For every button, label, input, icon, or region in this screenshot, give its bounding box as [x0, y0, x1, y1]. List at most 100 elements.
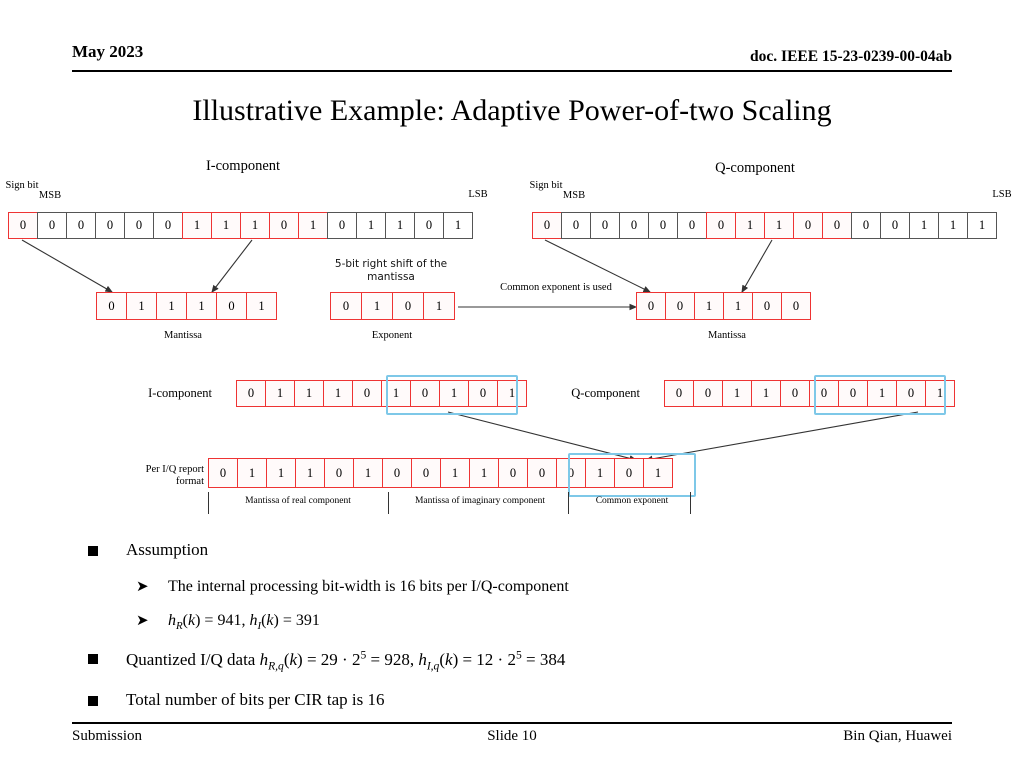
bit-cell: 0 [896, 380, 926, 407]
bit-cell: 0 [648, 212, 678, 239]
bit-cell: 1 [469, 458, 499, 488]
i-lsb-label: LSB [468, 189, 488, 200]
bit-cell: 1 [156, 292, 187, 320]
bit-cell: 0 [677, 212, 707, 239]
bit-cell: 1 [385, 212, 415, 239]
bit-cell: 1 [423, 292, 455, 320]
i-component-title: I-component [205, 158, 281, 174]
bit-cell: 0 [411, 458, 441, 488]
bullet-item: ➤hR(k) = 941, hI(k) = 391 [136, 612, 948, 632]
bit-cell: 0 [636, 292, 666, 320]
bit-cell: 1 [723, 292, 753, 320]
exponent-label: Exponent [371, 330, 413, 341]
bit-cell: 0 [208, 458, 238, 488]
bullet-text: The internal processing bit-width is 16 … [168, 578, 569, 595]
bit-cell: 0 [96, 292, 127, 320]
arrow-bullet-icon: ➤ [136, 579, 149, 595]
i-msb-label: MSB [38, 190, 62, 201]
square-bullet-icon [88, 546, 98, 556]
bit-cell: 0 [851, 212, 881, 239]
bit-cell: 1 [266, 458, 296, 488]
bit-cell: 0 [498, 458, 528, 488]
bit-cell: 0 [614, 458, 644, 488]
report-section-label-1: Mantissa of imaginary component [414, 496, 546, 506]
q-mantissa-label: Mantissa [708, 330, 746, 341]
bit-cell: 0 [781, 292, 811, 320]
report-section-label-2: Common exponent [595, 496, 669, 506]
bit-cell: 0 [352, 380, 382, 407]
footer-left: Submission [72, 728, 143, 744]
bit-cell: 1 [126, 292, 157, 320]
report-section-tick-2 [568, 492, 569, 514]
bit-cell: 0 [324, 458, 354, 488]
bit-cell: 1 [439, 380, 469, 407]
footer-author: Bin Qian, Huawei [843, 728, 952, 744]
bit-cell: 0 [66, 212, 96, 239]
q-msb-label: MSB [562, 190, 586, 201]
bit-cell: 1 [967, 212, 997, 239]
bit-cell: 0 [8, 212, 38, 239]
bit-cell: 1 [298, 212, 328, 239]
bit-cell: 1 [361, 292, 393, 320]
report-section-label-0: Mantissa of real component [245, 496, 351, 506]
bit-cell: 1 [182, 212, 212, 239]
bit-cell: 1 [867, 380, 897, 407]
bit-cell: 0 [410, 380, 440, 407]
bullet-item: Assumption [88, 540, 948, 560]
common-exponent-note: Common exponent is used [500, 282, 612, 293]
i-row-label: I-component [148, 386, 212, 400]
bit-cell: 0 [468, 380, 498, 407]
footer-slide-number: Slide 10 [487, 728, 537, 744]
bit-cell: 0 [793, 212, 823, 239]
bit-cell: 0 [392, 292, 424, 320]
bit-cell: 0 [556, 458, 586, 488]
report-section-tick-1 [388, 492, 389, 514]
bit-cell: 1 [211, 212, 241, 239]
bit-cell: 0 [95, 212, 125, 239]
bullet-item: ➤ The internal processing bit-width is 16… [136, 578, 948, 596]
page-title: Illustrative Example: Adaptive Power-of-… [192, 94, 832, 127]
q-sign-bit-label: Sign bit [529, 180, 563, 191]
bit-cell: 0 [236, 380, 266, 407]
bit-cell: 0 [822, 212, 852, 239]
arrow-bullet-icon: ➤ [136, 613, 149, 629]
bullet-item: Quantized I/Q data hR,q(k) = 29 · 25 = 9… [88, 648, 948, 672]
header-date: May 2023 [72, 42, 144, 61]
bit-cell: 1 [925, 380, 955, 407]
bit-cell: 1 [356, 212, 386, 239]
report-section-tick-3 [690, 492, 691, 514]
bit-cell: 1 [294, 380, 324, 407]
bit-cell: 1 [722, 380, 752, 407]
bit-cell: 0 [665, 292, 695, 320]
bit-cell: 1 [295, 458, 325, 488]
bit-cell: 0 [664, 380, 694, 407]
bit-cell: 1 [585, 458, 615, 488]
bit-cell: 0 [124, 212, 154, 239]
bit-cell: 1 [186, 292, 217, 320]
bullet-text: Quantized I/Q data hR,q(k) = 29 · 25 = 9… [126, 648, 566, 673]
bit-cell: 0 [693, 380, 723, 407]
bit-cell: 1 [240, 212, 270, 239]
square-bullet-icon [88, 696, 98, 707]
bit-cell: 1 [909, 212, 939, 239]
bit-cell: 1 [694, 292, 724, 320]
bit-cell: 0 [37, 212, 67, 239]
bullet-list: Assumption ➤ The internal processing bit-w… [88, 540, 948, 728]
bit-cell: 1 [735, 212, 765, 239]
bit-cell: 0 [532, 212, 562, 239]
bit-cell: 1 [440, 458, 470, 488]
bit-cell: 0 [838, 380, 868, 407]
bullet-text: Total number of bits per CIR tap is 16 [126, 690, 385, 710]
bit-cell: 0 [414, 212, 444, 239]
bit-cell: 0 [706, 212, 736, 239]
bit-cell: 0 [880, 212, 910, 239]
bit-cell: 1 [764, 212, 794, 239]
